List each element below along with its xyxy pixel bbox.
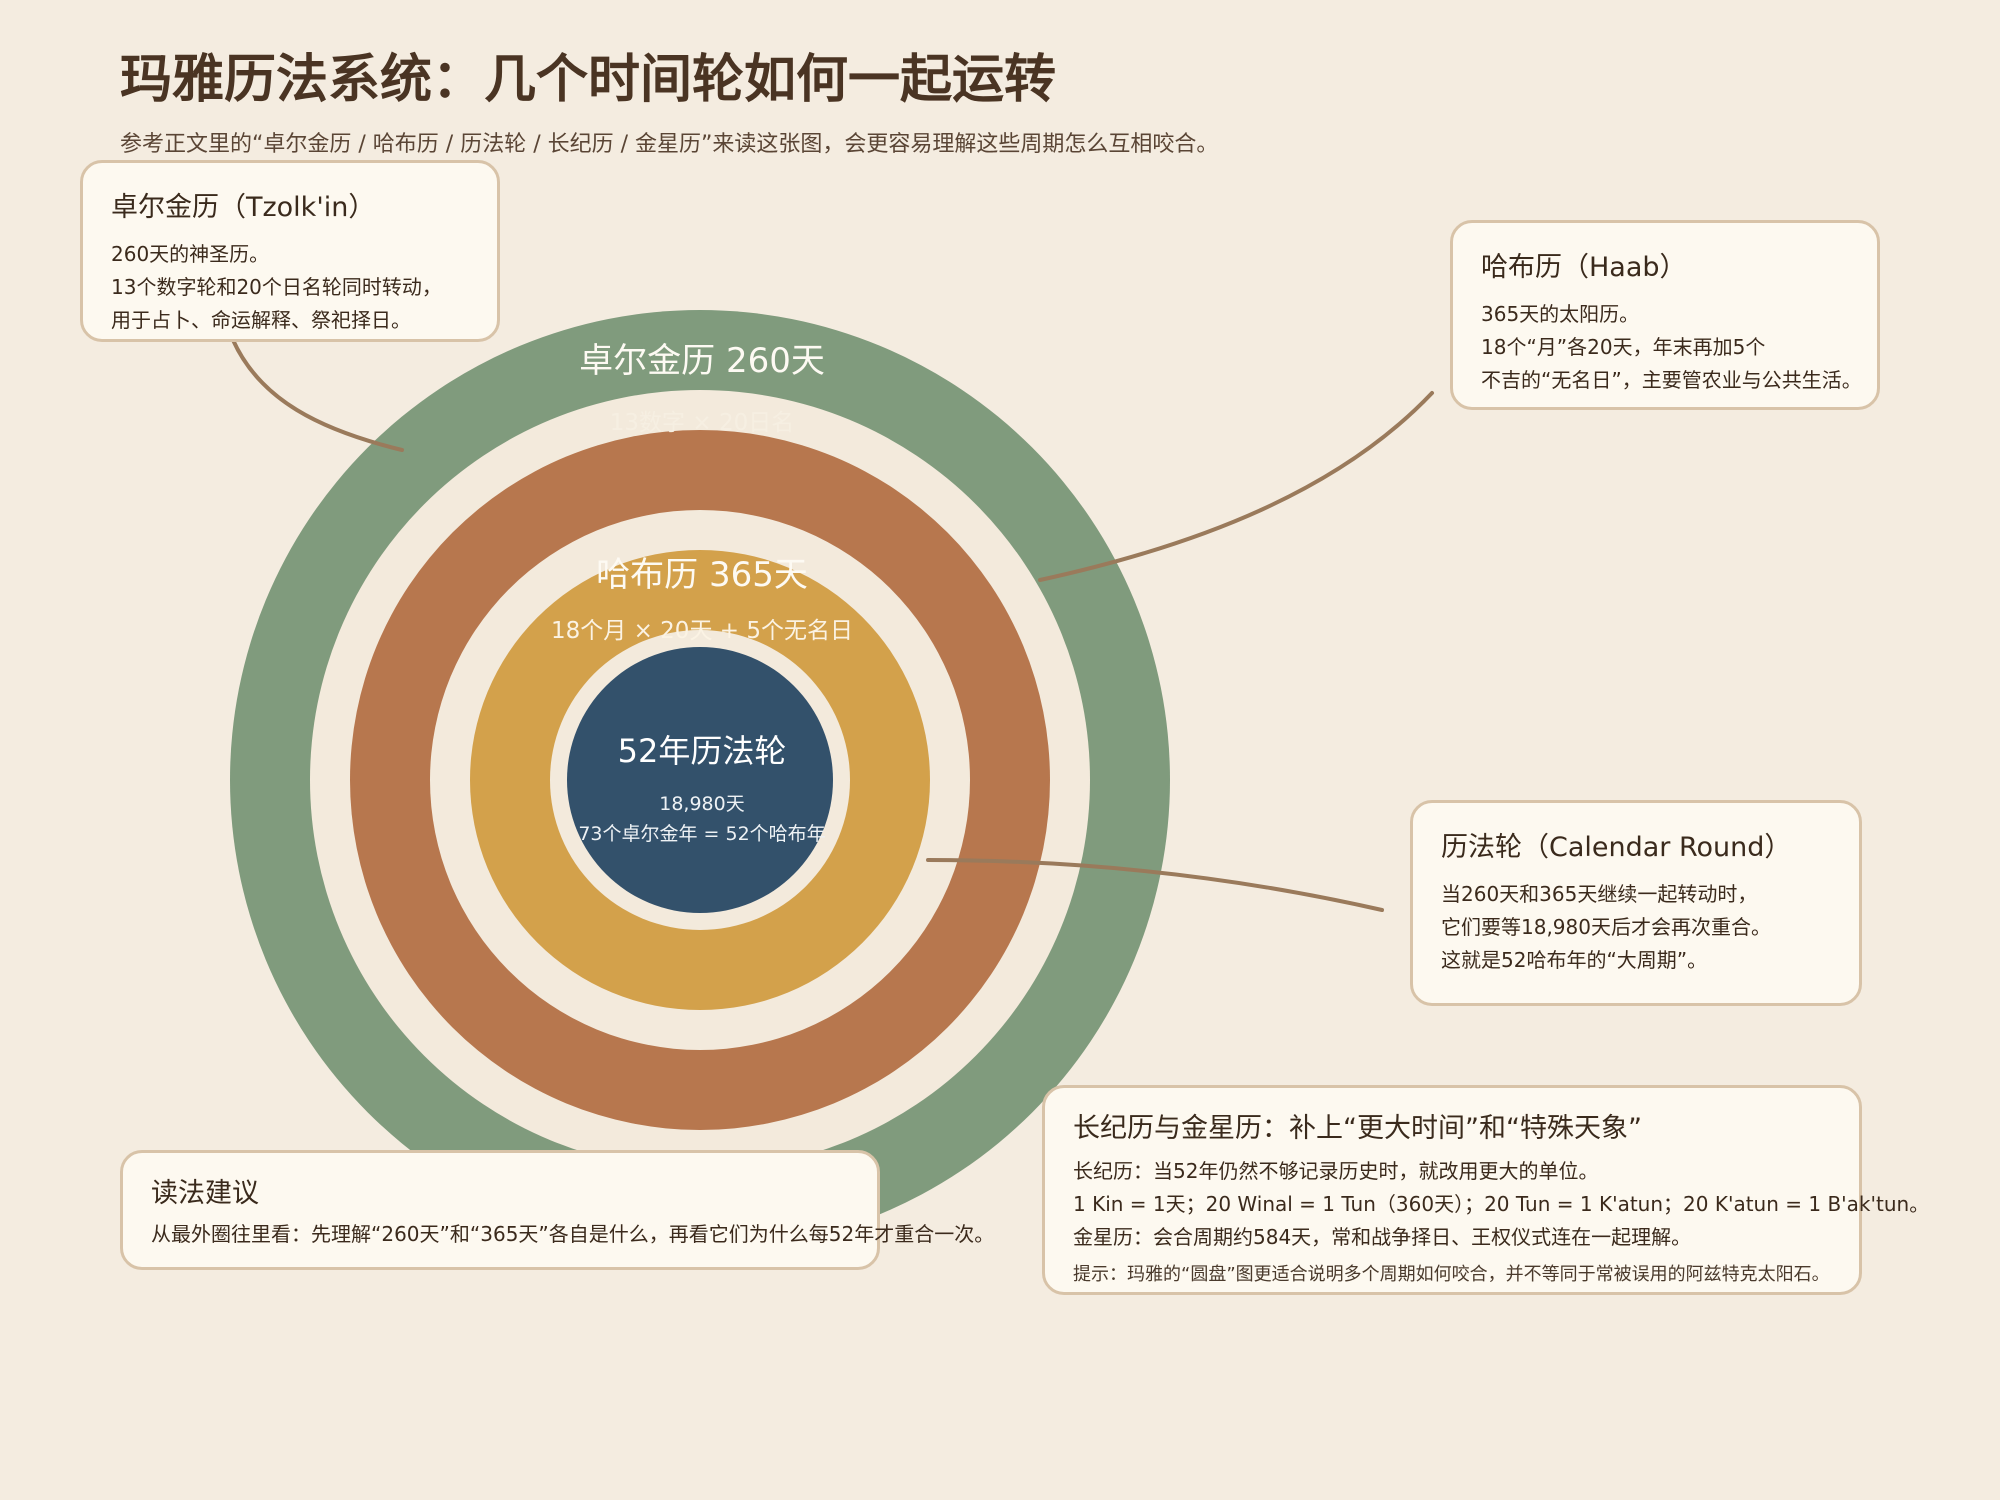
- long-count-card-line: 1 Kin = 1天；20 Winal = 1 Tun（360天）；20 Tun…: [1073, 1192, 1930, 1216]
- calendar-round-days: 18,980天: [659, 793, 744, 815]
- connector-round: [926, 858, 1384, 912]
- tzolkin-ring-title: 卓尔金历 260天: [579, 341, 825, 381]
- long-count-card-note: 提示：玛雅的“圆盘”图更适合说明多个周期如何咬合，并不等同于常被误用的阿兹特克太…: [1073, 1264, 1830, 1285]
- calendar-round-card-line: 当260天和365天继续一起转动时，: [1441, 882, 1758, 906]
- connector-haab: [1038, 391, 1434, 582]
- calendar-round-title: 52年历法轮: [618, 732, 787, 770]
- haab-card-line: 不吉的“无名日”，主要管农业与公共生活。: [1481, 368, 1862, 392]
- haab-card: 哈布历（Haab） 365天的太阳历。 18个“月”各20天，年末再加5个 不吉…: [1450, 220, 1880, 410]
- calendar-round-card-title: 历法轮（Calendar Round）: [1441, 832, 1792, 863]
- reading-tips-card: 读法建议 从最外圈往里看：先理解“260天”和“365天”各自是什么，再看它们为…: [120, 1150, 995, 1270]
- calendar-round-equation: 73个卓尔金年 = 52个哈布年: [578, 823, 825, 845]
- haab-ring-title: 哈布历 365天: [596, 555, 808, 595]
- connector-tzolkin: [231, 338, 404, 452]
- long-count-card-line: 金星历：会合周期约584天，常和战争择日、王权仪式连在一起理解。: [1073, 1225, 1692, 1249]
- calendar-round-card-line: 它们要等18,980天后才会再次重合。: [1441, 915, 1771, 939]
- page-subtitle: 参考正文里的“卓尔金历 / 哈布历 / 历法轮 / 长纪历 / 金星历”来读这张…: [120, 132, 1219, 157]
- tzolkin-ring-subtitle: 13数字 × 20日名: [610, 410, 794, 436]
- calendar-round-card-line: 这就是52哈布年的“大周期”。: [1441, 948, 1708, 972]
- page-title: 玛雅历法系统：几个时间轮如何一起运转: [120, 50, 1057, 110]
- calendar-round-card: 历法轮（Calendar Round） 当260天和365天继续一起转动时， 它…: [1410, 800, 1862, 1006]
- reading-tips-title: 读法建议: [151, 1178, 259, 1209]
- long-count-card-title: 长纪历与金星历：补上“更大时间”和“特殊天象”: [1073, 1113, 1642, 1144]
- tzolkin-card-title: 卓尔金历（Tzolk'in）: [111, 192, 376, 223]
- haab-card-line: 365天的太阳历。: [1481, 302, 1640, 326]
- tzolkin-card-line: 260天的神圣历。: [111, 242, 270, 266]
- long-count-card: 长纪历与金星历：补上“更大时间”和“特殊天象” 长纪历：当52年仍然不够记录历史…: [1042, 1085, 1930, 1295]
- haab-card-line: 18个“月”各20天，年末再加5个: [1481, 335, 1766, 359]
- tzolkin-card-line: 13个数字轮和20个日名轮同时转动，: [111, 275, 442, 299]
- haab-ring-subtitle: 18个月 × 20天 + 5个无名日: [551, 618, 853, 644]
- calendar-round-disc: [567, 647, 833, 913]
- reading-tips-line: 从最外圈往里看：先理解“260天”和“365天”各自是什么，再看它们为什么每52…: [151, 1222, 995, 1246]
- haab-card-title: 哈布历（Haab）: [1481, 252, 1687, 283]
- long-count-card-line: 长纪历：当52年仍然不够记录历史时，就改用更大的单位。: [1073, 1159, 1599, 1183]
- tzolkin-card-line: 用于占卜、命运解释、祭祀择日。: [111, 308, 411, 332]
- tzolkin-card: 卓尔金历（Tzolk'in） 260天的神圣历。 13个数字轮和20个日名轮同时…: [80, 160, 500, 342]
